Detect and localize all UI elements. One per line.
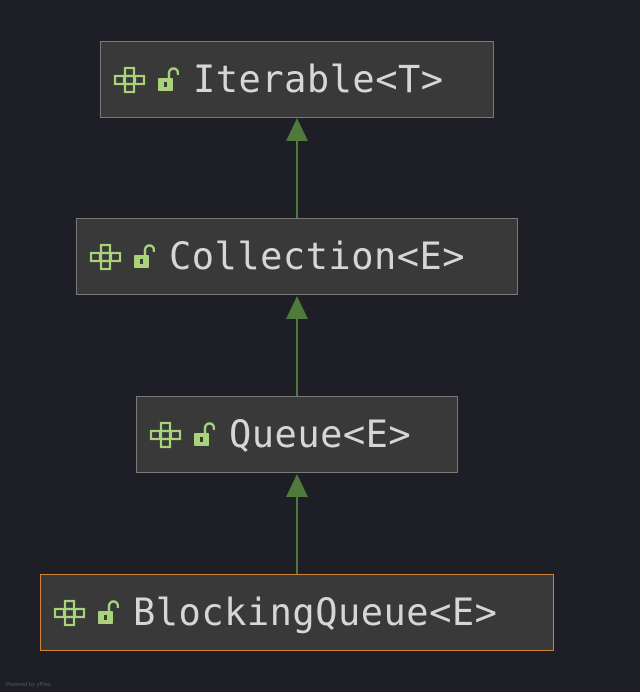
edge-blocking-to-queue xyxy=(286,474,308,574)
node-label: BlockingQueue<E> xyxy=(133,591,498,634)
interface-icon xyxy=(113,66,146,93)
unlocked-lock-icon xyxy=(194,421,215,446)
interface-icon xyxy=(89,243,122,270)
edge-queue-to-collection xyxy=(286,296,308,396)
unlocked-lock-icon xyxy=(158,66,179,91)
node-label: Queue<E> xyxy=(229,413,412,456)
node-blockingqueue[interactable]: BlockingQueue<E> xyxy=(40,574,554,651)
arrowhead-icon xyxy=(286,474,308,497)
unlocked-lock-icon xyxy=(134,243,155,268)
arrowhead-icon xyxy=(286,296,308,319)
node-iterable[interactable]: Iterable<T> xyxy=(100,41,494,118)
node-queue[interactable]: Queue<E> xyxy=(136,396,458,473)
node-label: Iterable<T> xyxy=(193,58,444,101)
node-collection[interactable]: Collection<E> xyxy=(76,218,518,295)
interface-icon xyxy=(149,421,182,448)
unlocked-lock-icon xyxy=(98,599,119,624)
edge-collection-to-iterable xyxy=(286,118,308,218)
interface-icon xyxy=(53,599,86,626)
watermark: Powered by yFiles xyxy=(6,682,51,688)
arrowhead-icon xyxy=(286,118,308,141)
node-label: Collection<E> xyxy=(169,235,466,278)
